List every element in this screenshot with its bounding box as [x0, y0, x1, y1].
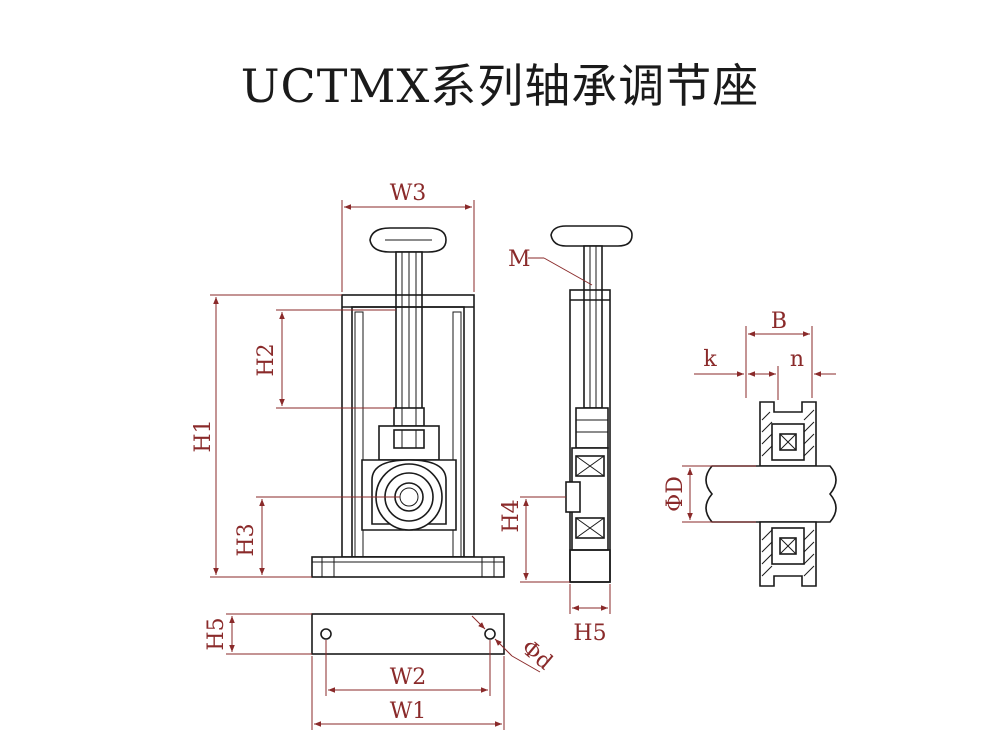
label-phi-d: ΦD [663, 476, 688, 512]
label-m: M [508, 247, 531, 272]
dimension-k-n: k n [694, 347, 836, 400]
shaft-icon [705, 465, 837, 523]
dimension-h3: H3 [234, 496, 400, 575]
dimension-b: B [745, 309, 813, 398]
dimension-h5-side: H5 [569, 584, 611, 646]
label-w2: W2 [390, 665, 427, 690]
label-h5-plan: H5 [204, 617, 229, 650]
front-view [311, 227, 505, 578]
mount-hole-left-icon [320, 628, 332, 640]
label-k: k [703, 347, 717, 372]
plan-view [311, 613, 505, 655]
label-b: B [771, 309, 787, 334]
label-h3: H3 [234, 523, 259, 556]
side-view [550, 225, 633, 583]
dimension-phi-d: ΦD [663, 465, 756, 523]
dimension-h4: H4 [499, 496, 570, 583]
leader-m: M [508, 247, 593, 286]
dimension-h5-plan: H5 [204, 613, 312, 655]
mount-hole-right-icon [484, 628, 496, 640]
label-w3: W3 [390, 181, 427, 206]
drawing-title: UCTMX系列轴承调节座 [240, 59, 760, 113]
dimension-h2: H2 [254, 309, 396, 409]
label-h5-side: H5 [573, 621, 606, 646]
dimension-w1: W1 [311, 656, 505, 730]
label-h4: H4 [499, 499, 524, 532]
side-handwheel-icon [550, 225, 633, 247]
dimension-w3: W3 [341, 181, 475, 292]
label-w1: W1 [390, 699, 427, 724]
dimension-phi-d-small: Φd [471, 615, 557, 675]
dimension-w2: W2 [325, 640, 491, 696]
bearing-section [705, 401, 837, 587]
label-phi-d-small: Φd [516, 635, 557, 675]
base-plan [311, 613, 505, 655]
dimension-h1: H1 [191, 294, 342, 578]
label-h2: H2 [254, 343, 279, 376]
label-h1: H1 [191, 419, 216, 452]
label-n: n [790, 347, 804, 372]
base-plate [311, 556, 505, 578]
